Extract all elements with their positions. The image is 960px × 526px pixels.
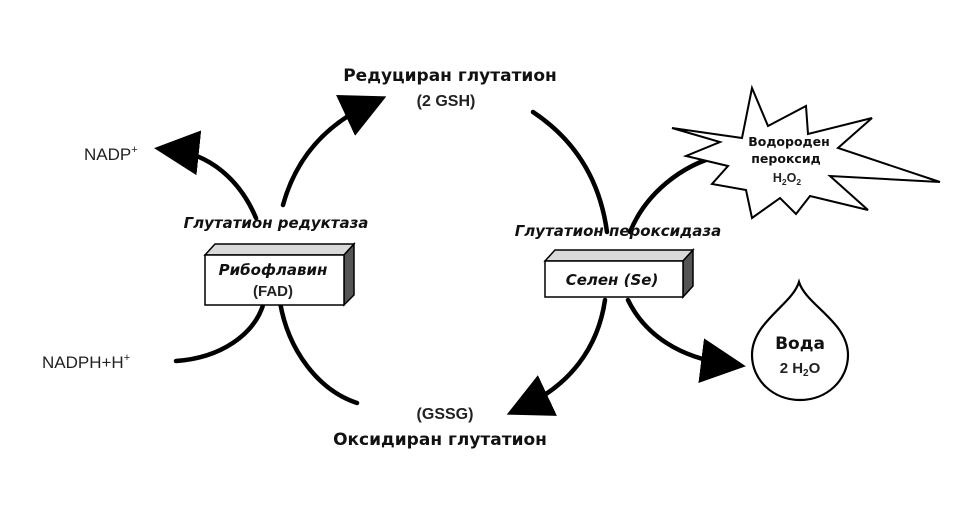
peroxide-starburst xyxy=(671,84,941,220)
nadp-plus-label: NADP+ xyxy=(84,144,138,164)
reduced-glutathione-label: Редуциран глутатион xyxy=(343,66,557,86)
water-droplet-icon xyxy=(750,278,850,402)
arc-from-peroxide xyxy=(627,152,725,235)
riboflavin-label: Рибофлавин xyxy=(219,261,328,279)
nadph-label: NADPH+H+ xyxy=(42,352,130,372)
arrow-to-water xyxy=(625,297,746,383)
arc-from-nadph xyxy=(173,299,267,364)
water-formula: 2 H2O xyxy=(780,360,821,379)
selenium-label: Селен (Se) xyxy=(566,271,659,289)
reduced-glutathione-formula: (2 GSH) xyxy=(417,93,476,110)
riboflavin-box xyxy=(203,242,356,307)
peroxide-label-line1: Водороден xyxy=(748,134,830,149)
glutathione-peroxidase-label: Глутатион пероксидаза xyxy=(515,222,721,240)
arrow-to-oxidized-glutathione xyxy=(506,297,608,416)
peroxide-formula: H2O2 xyxy=(773,171,802,187)
oxidized-glutathione-formula: (GSSG) xyxy=(417,406,474,423)
fad-label: (FAD) xyxy=(253,283,293,300)
oxidized-glutathione-label: Оксидиран глутатион xyxy=(333,430,547,450)
arrow-to-nadp xyxy=(154,130,259,221)
arrow-to-reduced-glutathione xyxy=(280,95,387,208)
glutathione-reductase-label: Глутатион редуктаза xyxy=(184,214,369,232)
water-label: Вода xyxy=(775,334,825,354)
arc-from-oxidized-to-reductase xyxy=(277,299,360,406)
peroxide-label-line2: пероксид xyxy=(751,151,820,166)
arc-from-reduced-to-peroxidase xyxy=(530,109,610,235)
selenium-box xyxy=(543,248,695,299)
